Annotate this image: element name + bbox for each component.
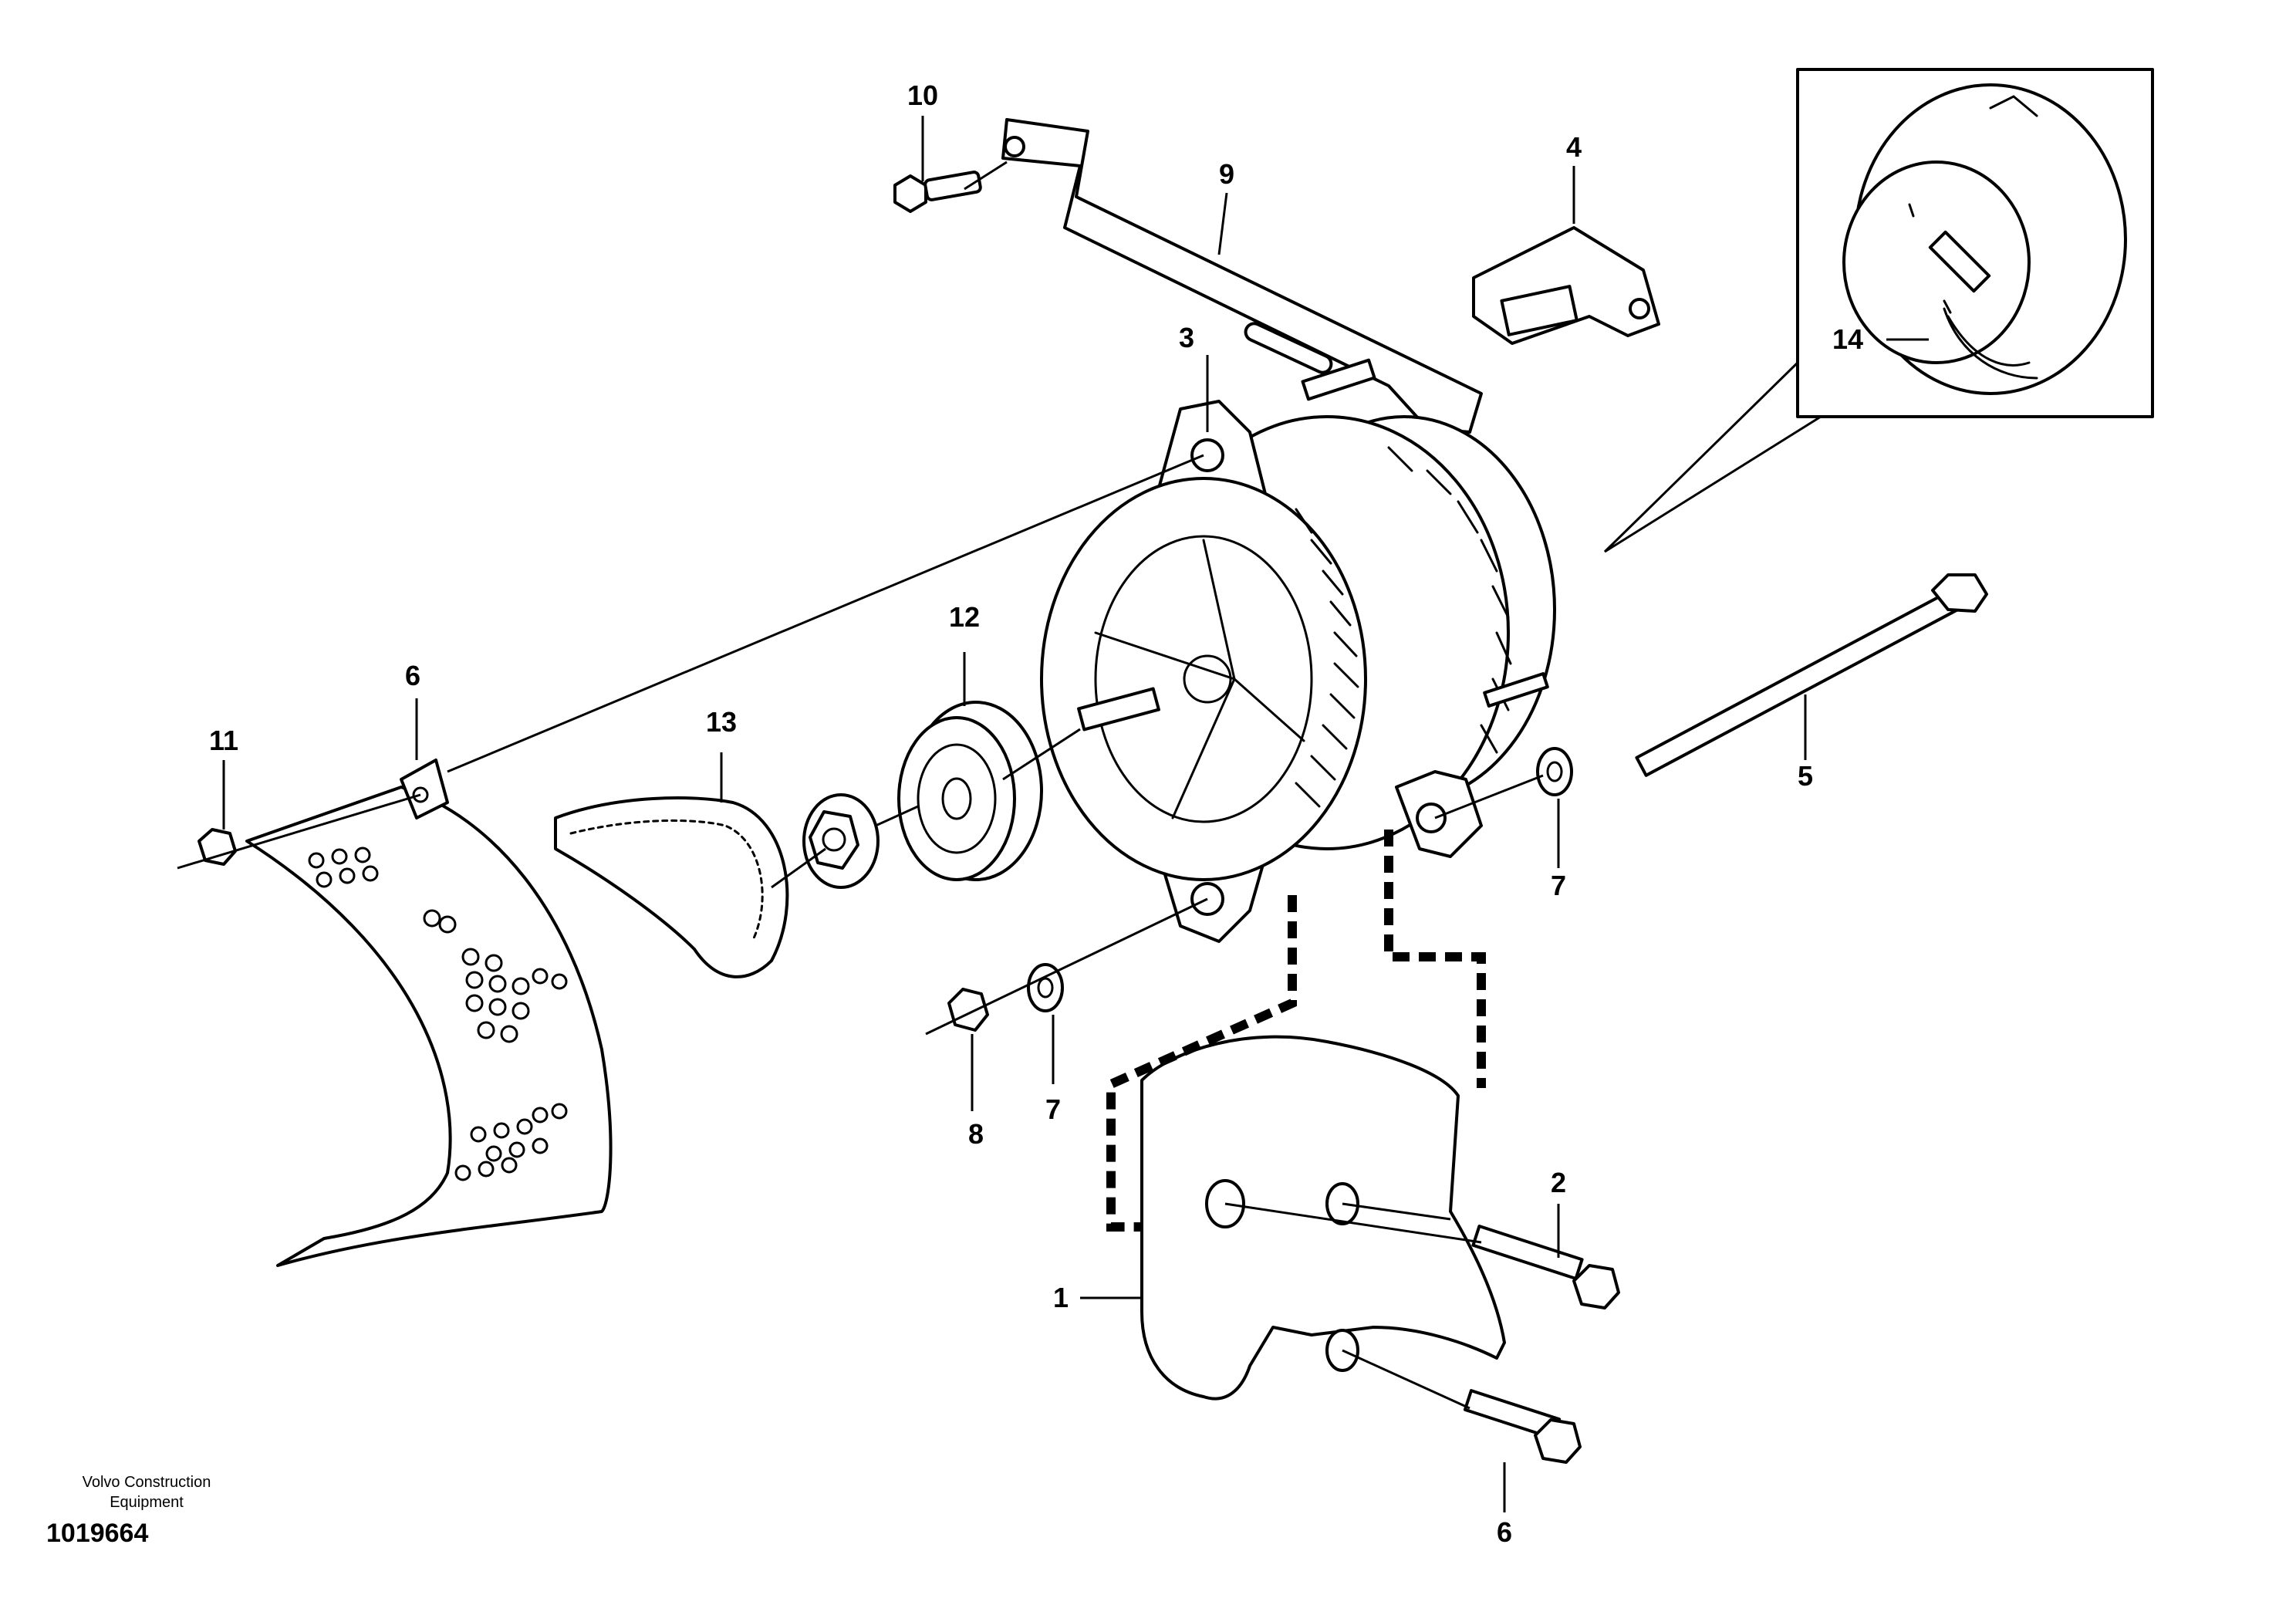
callout-4: 4 [1566,131,1582,163]
adjusting-bracket [1001,118,1483,434]
inset-detail [1603,68,2154,553]
alternator [1040,400,1556,943]
voltage-regulator [1472,226,1660,345]
bolt-10 [893,171,982,213]
callout-2: 2 [1551,1167,1566,1198]
callout-7-right: 7 [1551,870,1566,901]
pulley-nut [802,793,880,889]
washer-7-right [1536,747,1573,796]
v-belt [554,796,789,978]
callout-5: 5 [1798,760,1813,792]
credit-line-1: Volvo Construction [82,1474,211,1491]
long-bolt-5 [1635,573,1988,777]
stud-3 [1301,358,1376,401]
callout-6-lower: 6 [1497,1516,1512,1548]
drawing-number: 1019664 [46,1519,149,1548]
callout-8: 8 [968,1118,984,1150]
callout-leaders [222,116,1929,1512]
credit-line-2: Equipment [110,1494,184,1511]
callout-14: 14 [1832,323,1863,355]
nut-8 [947,988,989,1032]
callout-3: 3 [1179,322,1194,353]
callout-10: 10 [907,79,938,111]
assembly-lines [177,161,1544,1410]
pulley [897,701,1043,881]
callout-13: 13 [706,706,737,738]
callout-9: 9 [1219,158,1234,190]
callout-12: 12 [949,601,980,633]
callouts: 10 9 4 3 14 12 13 6 11 5 7 7 8 2 1 6 [209,79,1863,1548]
washer-7-lower [1027,963,1064,1012]
mount-alignment-lines [1106,830,1486,1232]
callout-6-upper: 6 [405,660,420,691]
callout-1: 1 [1053,1282,1069,1313]
callout-7-lower: 7 [1045,1093,1061,1125]
bolt-2 [1471,1225,1620,1309]
belt-guard [245,759,613,1267]
bolt-6-lower [1463,1389,1582,1464]
callout-11: 11 [209,725,238,756]
